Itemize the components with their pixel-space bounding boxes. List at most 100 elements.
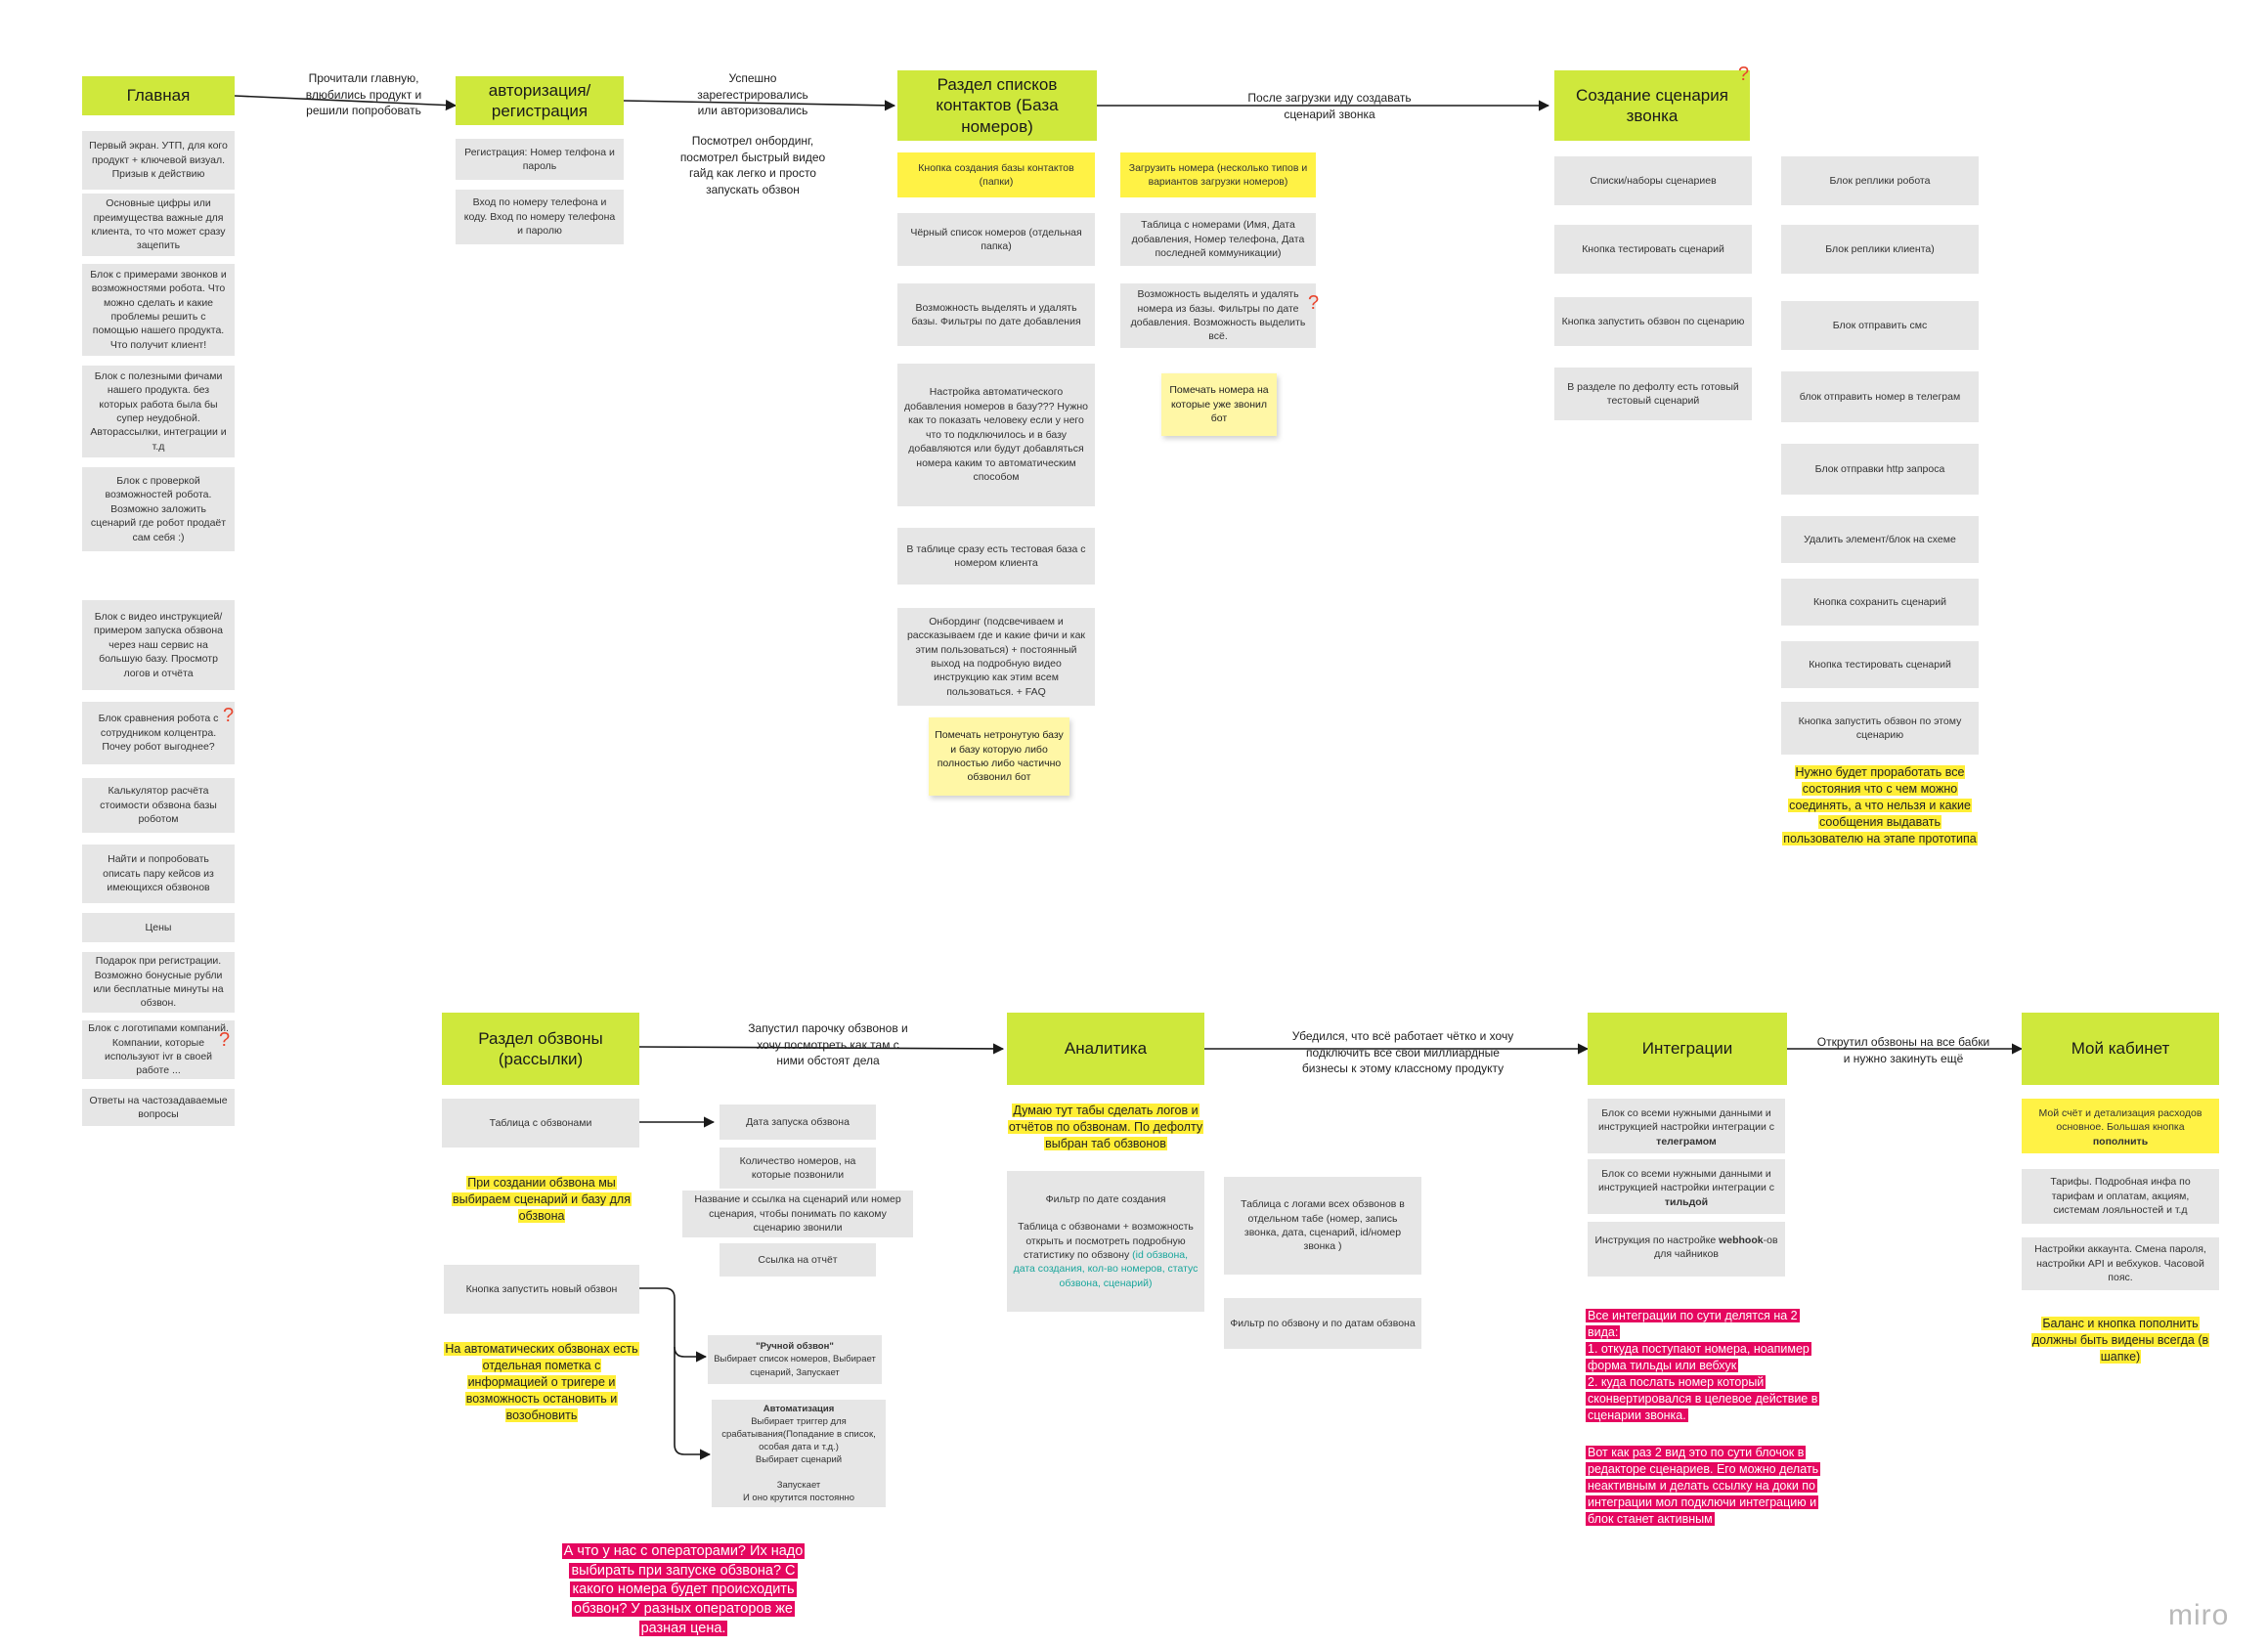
edge-label-obzvony-analytics: Запустил парочку обзвонов и хочу посмотр…	[748, 1021, 908, 1068]
scenario-block-test[interactable]: Кнопка тестировать сценарий	[1781, 641, 1979, 688]
question-mark-icon: ?	[219, 1029, 231, 1051]
scenario-block-save[interactable]: Кнопка сохранить сценарий	[1781, 579, 1979, 626]
node-obzvony[interactable]: Раздел обзвоны (рассылки)	[442, 1013, 639, 1085]
edge-label-integrations-cabinet: Открутил обзвоны на все бабки и нужно за…	[1816, 1035, 1990, 1065]
glavnaya-card-gift[interactable]: Подарок при регистрации. Возможно бонусн…	[82, 952, 235, 1013]
scenario-block-launch[interactable]: Кнопка запустить обзвон по этому сценари…	[1781, 702, 1979, 755]
integrations-telegram-text: Блок со всеми нужными данными и инструкц…	[1597, 1107, 1775, 1134]
question-mark-icon: ?	[1738, 64, 1750, 85]
contacts-card-numbers-table[interactable]: Таблица с номерами (Имя, Дата добавления…	[1120, 213, 1316, 266]
obzvony-note-create: При создании обзвона мы выбираем сценари…	[452, 1176, 632, 1223]
integrations-webhook-pre: Инструкция по настройке	[1594, 1234, 1717, 1246]
edge-launch-auto	[674, 1347, 712, 1460]
automation-text: Выбирает триггер для срабатывания(Попада…	[721, 1415, 876, 1504]
cabinet-account-text: Мой счёт и детализация расходов основное…	[2038, 1107, 2203, 1134]
contacts-sticky-mark-base[interactable]: Помечать нетронутую базу и базу которую …	[929, 717, 1069, 796]
contacts-card-auto-add[interactable]: Настройка автоматического добавления ном…	[897, 364, 1095, 506]
contacts-sticky-mark-numbers[interactable]: Помечать номера на которые уже звонил бо…	[1161, 373, 1277, 436]
contacts-card-select-delete[interactable]: Возможность выделять и удалять базы. Фил…	[897, 283, 1095, 346]
question-mark-icon: ?	[223, 705, 235, 726]
contacts-card-onboarding[interactable]: Онбординг (подсвечиваем и рассказываем г…	[897, 608, 1095, 706]
glavnaya-card-4[interactable]: Блок с полезными фичами нашего продукта.…	[82, 366, 235, 457]
automation-title: Автоматизация	[763, 1403, 835, 1414]
scenario-block-client[interactable]: Блок реплики клиента)	[1781, 225, 1979, 274]
contacts-card-numbers-select[interactable]: Возможность выделять и удалять номера из…	[1120, 283, 1316, 348]
scenario-card-test[interactable]: Кнопка тестировать сценарий	[1554, 225, 1752, 274]
miro-logo: miro	[2168, 1599, 2230, 1631]
analytics-filter-body: Таблица с обзвонами + возможность открыт…	[1013, 1220, 1199, 1290]
integrations-card-telegram[interactable]: Блок со всеми нужными данными и инструкц…	[1588, 1099, 1785, 1153]
analytics-card-logs[interactable]: Таблица с логами всех обзвонов в отдельн…	[1224, 1177, 1421, 1275]
obzvony-col-report[interactable]: Ссылка на отчёт	[720, 1243, 876, 1277]
node-auth[interactable]: авторизация/ регистрация	[456, 76, 624, 125]
edge-launch-manual	[639, 1287, 708, 1363]
scenario-block-telegram[interactable]: блок отправить номер в телеграм	[1781, 371, 1979, 422]
glavnaya-card-7[interactable]: Блок сравнения робота с сотрудником колц…	[82, 702, 235, 764]
scenario-block-robot[interactable]: Блок реплики робота	[1781, 156, 1979, 205]
glavnaya-card-logos[interactable]: Блок с логотипами компаний. Компании, ко…	[82, 1020, 235, 1079]
scenario-block-sms[interactable]: Блок отправить смс	[1781, 301, 1979, 350]
integrations-card-webhook[interactable]: Инструкция по настройке webhook-ов для ч…	[1588, 1222, 1785, 1277]
analytics-card-filter-dates[interactable]: Фильтр по обзвону и по датам обзвона	[1224, 1298, 1421, 1349]
scenario-card-default[interactable]: В разделе по дефолту есть готовый тестов…	[1554, 368, 1752, 420]
analytics-card-filter[interactable]: Фильтр по дате создания Таблица с обзвон…	[1007, 1171, 1204, 1312]
scenario-note: Нужно будет проработать все состояния чт…	[1782, 765, 1978, 845]
contacts-card-upload[interactable]: Загрузить номера (несколько типов и вари…	[1120, 152, 1316, 197]
obzvony-col-date[interactable]: Дата запуска обзвона	[720, 1105, 876, 1140]
manual-text: Выбирает список номеров, Выбирает сценар…	[714, 1354, 876, 1378]
node-contacts[interactable]: Раздел списков контактов (База номеров)	[897, 70, 1097, 141]
edge-obzvony-analytics	[638, 1043, 1005, 1055]
scenario-card-launch[interactable]: Кнопка запустить обзвон по сценарию	[1554, 297, 1752, 346]
obzvony-note-auto: На автоматических обзвонах есть отдельна…	[444, 1342, 639, 1422]
integrations-tilda-bold: тильдой	[1664, 1195, 1709, 1208]
obzvony-pink-operators: А что у нас с операторами? Их надо выбир…	[561, 1543, 806, 1636]
glavnaya-card-2[interactable]: Основные цифры или преимущества важные д…	[82, 194, 235, 256]
cabinet-card-settings[interactable]: Настройки аккаунта. Смена пароля, настро…	[2022, 1237, 2219, 1290]
edge-label-analytics-integrations: Убедился, что всё работает чётко и хочу …	[1291, 1029, 1514, 1076]
obzvony-card-manual[interactable]: "Ручной обзвон" Выбирает список номеров,…	[708, 1335, 882, 1384]
integrations-card-tilda[interactable]: Блок со всеми нужными данными и инструкц…	[1588, 1159, 1785, 1214]
node-analytics[interactable]: Аналитика	[1007, 1013, 1204, 1085]
obzvony-col-count[interactable]: Количество номеров, на которые позвонили	[720, 1148, 876, 1189]
analytics-filter-text: Таблица с обзвонами + возможность открыт…	[1018, 1221, 1194, 1261]
glavnaya-card-1[interactable]: Первый экран. УТП, для кого продукт + кл…	[82, 131, 235, 190]
integrations-pink-scenario: Вот как раз 2 вид это по сути блочок в р…	[1586, 1446, 1821, 1526]
obzvony-card-automation[interactable]: Автоматизация Выбирает триггер для сраба…	[712, 1400, 886, 1507]
glavnaya-card-5[interactable]: Блок с проверкой возможностей робота. Во…	[82, 467, 235, 551]
analytics-note: Думаю тут табы сделать логов и отчётов п…	[1007, 1104, 1204, 1150]
contacts-card-create-base[interactable]: Кнопка создания базы контактов (папки)	[897, 152, 1095, 197]
integrations-webhook-bold: webhook	[1719, 1234, 1764, 1246]
obzvony-card-launch[interactable]: Кнопка запустить новый обзвон	[444, 1265, 639, 1314]
question-mark-icon: ?	[1308, 292, 1320, 314]
edge-label-glavnaya-auth: Прочитали главную, влюбились продукт и р…	[305, 71, 422, 118]
scenario-card-lists[interactable]: Списки/наборы сценариев	[1554, 156, 1752, 205]
cabinet-card-account[interactable]: Мой счёт и детализация расходов основное…	[2022, 1099, 2219, 1153]
glavnaya-card-6[interactable]: Блок с видео инструкцией/ примером запус…	[82, 600, 235, 690]
obzvony-col-scenario[interactable]: Название и ссылка на сценарий или номер …	[682, 1191, 913, 1237]
scenario-block-http[interactable]: Блок отправки http запроса	[1781, 444, 1979, 495]
auth-card-register[interactable]: Регистрация: Номер телфона и пароль	[456, 139, 624, 180]
glavnaya-card-8[interactable]: Калькулятор расчёта стоимости обзвона ба…	[82, 778, 235, 833]
glavnaya-card-faq[interactable]: Ответы на частозадаваемые вопросы	[82, 1089, 235, 1126]
glavnaya-card-prices[interactable]: Цены	[82, 913, 235, 942]
node-cabinet[interactable]: Мой кабинет	[2022, 1013, 2219, 1085]
node-scenario[interactable]: Создание сценария звонка	[1554, 70, 1750, 141]
edge-glavnaya-auth	[234, 95, 458, 111]
node-glavnaya[interactable]: Главная	[82, 76, 235, 115]
edge-label-auth-contacts-1: Успешно зарегестрировались или авторизов…	[697, 71, 808, 118]
integrations-pink-types: Все интеграции по сути делятся на 2 вида…	[1586, 1309, 1820, 1422]
cabinet-card-tariffs[interactable]: Тарифы. Подробная инфа по тарифам и опла…	[2022, 1169, 2219, 1224]
node-integrations[interactable]: Интеграции	[1588, 1013, 1787, 1085]
manual-title: "Ручной обзвон"	[756, 1341, 834, 1353]
analytics-filter-title: Фильтр по дате создания	[1045, 1192, 1166, 1205]
edge-label-contacts-scenario: После загрузки иду создавать сценарий зв…	[1247, 91, 1412, 121]
cabinet-note: Баланс и кнопка пополнить должны быть ви…	[2030, 1317, 2210, 1364]
scenario-block-delete[interactable]: Удалить элемент/блок на схеме	[1781, 516, 1979, 563]
glavnaya-card-3[interactable]: Блок с примерами звонков и возможностями…	[82, 264, 235, 356]
auth-card-login[interactable]: Вход по номеру телефона и коду. Вход по …	[456, 190, 624, 244]
obzvony-card-table[interactable]: Таблица с обзвонами	[442, 1099, 639, 1148]
contacts-card-test-base[interactable]: В таблице сразу есть тестовая база с ном…	[897, 528, 1095, 585]
contacts-card-blacklist[interactable]: Чёрный список номеров (отдельная папка)	[897, 213, 1095, 266]
glavnaya-card-9[interactable]: Найти и попробовать описать пару кейсов …	[82, 845, 235, 903]
